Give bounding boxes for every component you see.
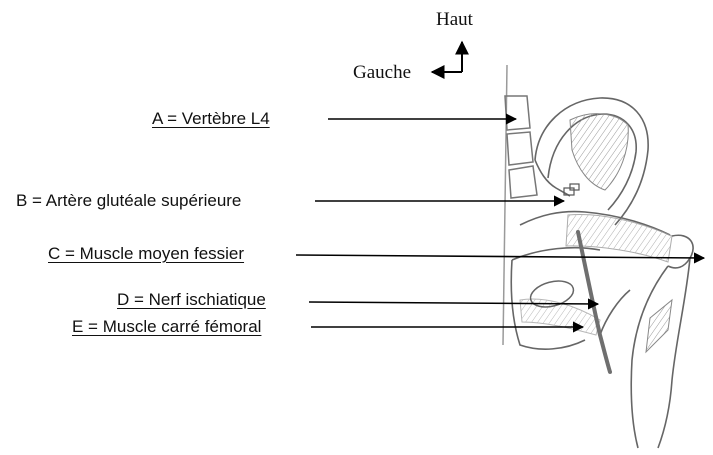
label-a-vertebra: A = Vertèbre L4 — [152, 110, 270, 127]
orientation-up-label: Haut — [436, 10, 473, 29]
sciatic-nerve — [578, 232, 610, 372]
label-c-gluteus-medius: C = Muscle moyen fessier — [48, 245, 244, 262]
vertebra-l4 — [505, 96, 537, 198]
femur-hatch — [646, 300, 672, 352]
label-e-quadratus-femoris: E = Muscle carré fémoral — [72, 318, 261, 335]
arrow-c — [296, 255, 704, 258]
orientation-left-label: Gauche — [353, 63, 411, 82]
label-b-artery: B = Artère glutéale supérieure — [16, 192, 241, 209]
gluteus-medius-hatch — [570, 114, 628, 190]
orientation-arrows — [432, 42, 462, 72]
femur — [600, 235, 693, 448]
label-d-sciatic-nerve: D = Nerf ischiatique — [117, 291, 266, 308]
